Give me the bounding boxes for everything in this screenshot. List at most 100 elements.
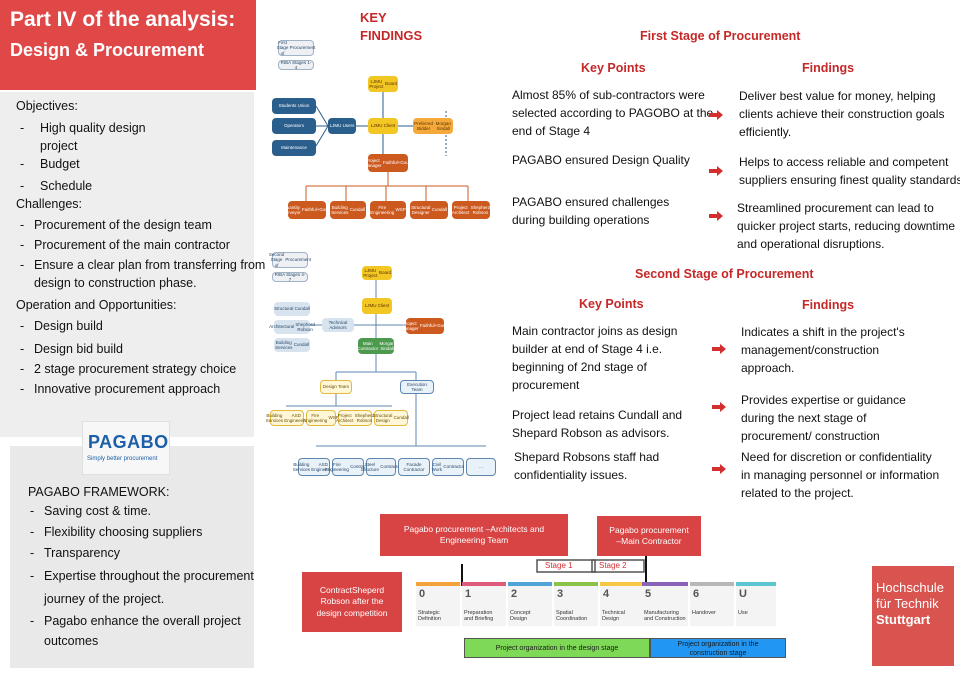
org1-ljmu-users: LJMU Users xyxy=(328,118,356,134)
second-key-line: beginning of 2nd stage of xyxy=(512,360,647,374)
right-arrow-icon xyxy=(712,464,726,474)
org1-box-sub: Cundall xyxy=(431,207,447,213)
org2-exec-sub: Contractor xyxy=(350,464,372,470)
org2-left-sub: Cundall xyxy=(294,306,310,312)
org2-exec-sub: Contractor xyxy=(380,464,402,470)
title-banner: Part IV of the analysis: Design & Procur… xyxy=(0,0,256,90)
riba-stage-number: 6 xyxy=(693,588,700,600)
first-key-line: PAGABO ensured challenges xyxy=(512,195,670,209)
org2-pm-2: Faithful+Gould xyxy=(419,323,450,329)
org2-left-sub: Shepherd Robson xyxy=(295,321,315,332)
riba-stage-name-line: Handover xyxy=(692,610,716,616)
riba-stage-name: Use xyxy=(738,610,748,616)
org1-box-title: Building Services xyxy=(331,204,349,215)
pagabo-item: Pagabo enhance the overall project xyxy=(44,614,241,628)
org1-ljmu-project-board: LJMU Project Board xyxy=(368,76,398,92)
first-key-line: PAGABO ensured Design Quality xyxy=(512,153,690,167)
org2-mc-1: Main Contractor xyxy=(357,340,379,351)
org1-box-title: Project Architect xyxy=(451,204,470,215)
riba-stage-name-line: and Briefing xyxy=(464,616,494,623)
org2-technical-advisors: Technical Advisors xyxy=(322,318,354,332)
bullet-dash: - xyxy=(30,504,35,518)
pagabo-heading: PAGABO FRAMEWORK: xyxy=(28,485,170,499)
org1-board-1: LJMU Project xyxy=(369,78,384,89)
second-finding: Need for discretion or confidentiality i… xyxy=(741,448,939,502)
stage-2-label: Stage 2 xyxy=(599,561,627,570)
org2-ljmu-client: LJMU Client xyxy=(362,298,392,314)
riba-stage-number: 4 xyxy=(603,588,610,600)
org1-ljmu-client: LJMU Client xyxy=(368,118,398,134)
org1-box: Project Architect Shepherd Robson xyxy=(452,201,490,219)
pagabo-item: journey of the project. xyxy=(44,592,165,606)
org-chart-connectors xyxy=(305,91,469,201)
org1-box-sub: Cundall xyxy=(349,207,365,213)
contract-box-line: Robson after the xyxy=(320,596,384,607)
org2-left-box: Building Services Cundall xyxy=(274,338,310,352)
first-finding-line: Streamlined procurement can lead to xyxy=(737,201,934,215)
key-findings-line-1: KEY xyxy=(360,10,387,25)
title-line-2: Design & Procurement xyxy=(10,40,205,60)
org2-design-sub: Shepherd Robson xyxy=(354,412,375,423)
bullet-dash: - xyxy=(20,218,25,232)
second-key-point: Shepard Robsons staff had confidentialit… xyxy=(514,448,659,484)
org2-exec-title: Fire Engineering xyxy=(324,461,349,472)
org2-exec-sub: Contractor xyxy=(443,464,465,470)
first-finding-line: suppliers ensuring finest quality standa… xyxy=(739,173,960,187)
riba-stage-name-line: Manufacturing xyxy=(644,610,679,616)
org2-left-sub: Cundall xyxy=(293,342,309,348)
riba-stage-name-line: Preparation xyxy=(464,610,493,616)
riba-stage-name-line: Strategic xyxy=(418,610,440,616)
org1-box: Structural Designer Cundall xyxy=(410,201,448,219)
org2-main-contractor: Main Contractor Morgan Sindall xyxy=(357,338,395,354)
second-finding-line: approach. xyxy=(741,361,795,375)
first-stage-heading: First Stage of Procurement xyxy=(640,29,801,43)
bullet-dash: - xyxy=(20,121,25,135)
construction-stage-bar: Project organization in the construction… xyxy=(650,638,786,658)
second-key-line: Main contractor joins as design xyxy=(512,324,678,338)
org1-box-title: Quantity Surveyor xyxy=(282,204,301,215)
org2-exec-sub: ASD Engineering xyxy=(311,461,336,472)
bullet-dash: - xyxy=(20,319,25,333)
objectives-heading: Objectives: xyxy=(16,99,78,113)
operation-item: 2 stage procurement strategy choice xyxy=(34,362,237,376)
second-finding-line: management/construction xyxy=(741,343,880,357)
first-finding-line: clients achieve their construction goals xyxy=(739,107,945,121)
org1-box: Fire Engineering WSP xyxy=(370,201,406,219)
bullet-dash: - xyxy=(30,525,35,539)
riba-stage-number: 3 xyxy=(557,588,564,600)
org1-maintenance: Maintenance xyxy=(272,140,316,156)
org1-pm-1: Project Manager xyxy=(363,157,382,168)
second-finding-line: procurement/ construction xyxy=(741,429,880,443)
org2-stage-label-2: Procurement xyxy=(285,257,312,263)
first-finding: Streamlined procurement can lead to quic… xyxy=(737,199,955,253)
pagabo-item: Saving cost & time. xyxy=(44,504,151,518)
bullet-dash: - xyxy=(20,362,25,376)
main-contractor-box-line: –Main Contractor xyxy=(616,536,682,546)
first-key-point: Almost 85% of sub-contractors were selec… xyxy=(512,86,713,140)
objectives-panel: Objectives: - High quality design projec… xyxy=(0,92,265,437)
pagabo-item: Transparency xyxy=(44,546,120,560)
org2-design-box: Fire Engineering WSP xyxy=(303,410,339,426)
second-finding-line: Need for discretion or confidentiality xyxy=(741,450,932,464)
riba-stage-name-line: Concept xyxy=(510,610,531,616)
org1-bidder-2: Morgan Sindall xyxy=(435,120,451,131)
org2-exec-title: Facade Contractor xyxy=(403,461,425,472)
bullet-dash: - xyxy=(20,238,25,252)
main-contractor-box-line: Pagabo procurement xyxy=(609,524,689,535)
second-key-points-heading: Key Points xyxy=(579,297,644,311)
org1-stage-label-1: First Stage of xyxy=(276,39,289,56)
architects-box-line: Engineering Team xyxy=(439,535,509,545)
org-chart-first-stage: First Stage of Procurement RIBA Stages 1… xyxy=(268,36,506,254)
org2-design-sub: ASD Engineering xyxy=(284,412,309,423)
bullet-dash: - xyxy=(20,179,25,193)
pagabo-logo: PAGABO Simply better procurement xyxy=(82,421,170,475)
riba-stage-name-line: and Construction xyxy=(644,616,686,623)
org-chart-connectors xyxy=(286,280,486,447)
riba-stage-number: 1 xyxy=(465,588,472,600)
right-arrow-icon xyxy=(709,110,723,120)
contract-shepherd-box: ContractSheperd Robson after the design … xyxy=(302,572,402,632)
